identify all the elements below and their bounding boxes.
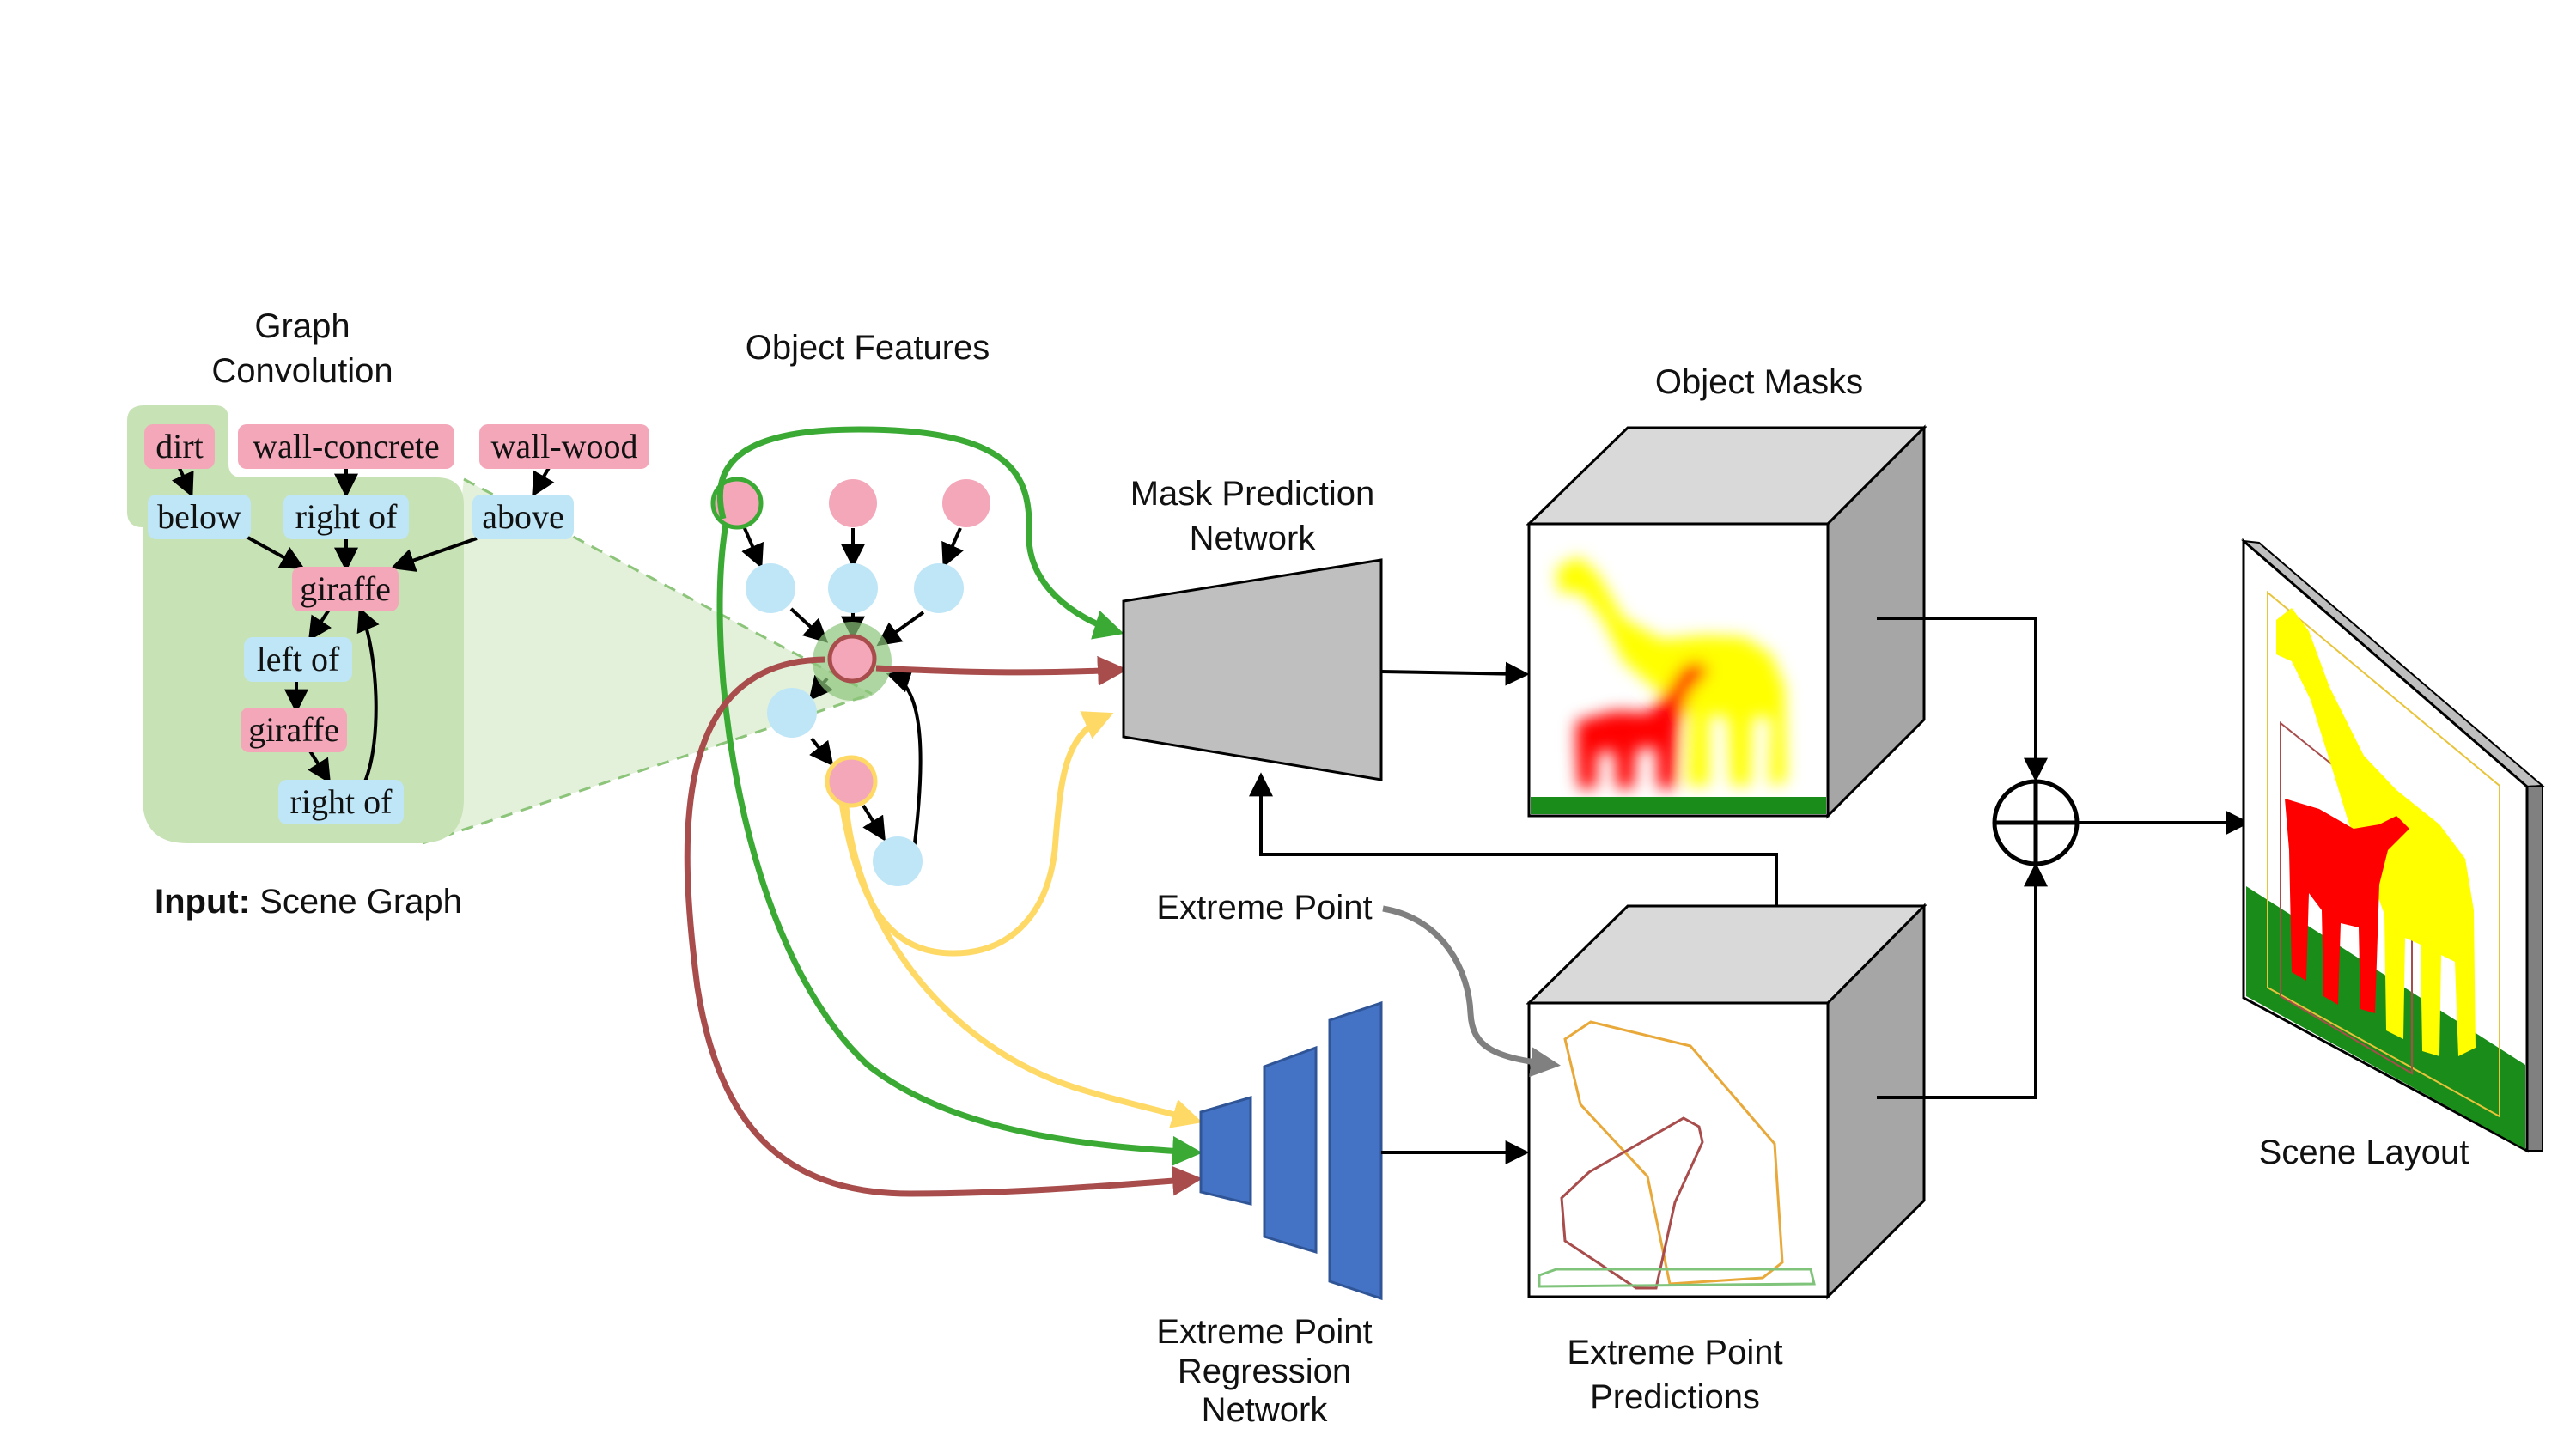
layout-giraffe-small: [2285, 799, 2409, 1013]
arrow-red-to-mask-network: [875, 655, 1128, 686]
object-node-wall-wood: [479, 424, 649, 469]
object-label-giraffe-1: giraffe: [300, 569, 391, 608]
object-node-wall-concrete: [238, 424, 454, 469]
object-label-giraffe-2: giraffe: [248, 710, 339, 749]
arrow-green-to-regression-network: [716, 523, 1203, 1166]
graph-convolution-title-line2: Convolution: [211, 352, 393, 390]
mask-giraffe-large: [1556, 556, 1787, 786]
mask-network-title-line1: Mask Prediction: [1130, 475, 1375, 513]
mask-prediction-network: Mask Prediction Network: [1122, 475, 1383, 781]
extreme-point-regression-network: Extreme Point Regression Network: [1156, 1000, 1383, 1429]
layout-box-large-giraffe: [2267, 590, 2500, 1118]
arrow-red-to-regression-network: [684, 656, 1203, 1197]
feature-node-relation-4: [767, 688, 817, 738]
feature-node-relation-1: [746, 563, 795, 613]
relation-node-above: [472, 495, 574, 539]
regression-block-3: [1328, 1000, 1383, 1301]
arrow-masks-to-sum: [1877, 617, 2048, 782]
blurred-masks: [1556, 556, 1787, 788]
mask-network-trapezoid: [1122, 558, 1383, 781]
relation-label-above: above: [482, 497, 564, 536]
object-masks-title: Object Masks: [1655, 363, 1863, 401]
arrow-predictions-to-sum: [1877, 862, 2048, 1099]
arrow-green-to-mask-network: [716, 426, 1124, 640]
relation-node-left-of: [244, 637, 352, 682]
points-cube-front: [1527, 1001, 1830, 1298]
regression-block-1: [1199, 1095, 1252, 1206]
zoom-line-top: [463, 477, 873, 696]
regression-block-2: [1263, 1045, 1318, 1255]
relation-node-below: [148, 495, 251, 539]
scene-layout-title: Scene Layout: [2259, 1134, 2469, 1171]
regression-title-line2: Regression: [1178, 1353, 1351, 1390]
extreme-point-label: Extreme Point: [1156, 889, 1372, 927]
feature-node-relation-3: [914, 563, 964, 613]
object-masks-cube: Object Masks: [1526, 363, 1927, 819]
predictions-title-line2: Predictions: [1590, 1378, 1760, 1416]
zoom-wedge: [423, 479, 872, 843]
graph-convolution-title-line1: Graph: [254, 307, 350, 345]
graph-convolution-region: [127, 405, 464, 843]
arrow-mask-network-to-masks: [1380, 661, 1530, 686]
regression-title-line3: Network: [1202, 1391, 1329, 1429]
feature-node-object-lower: [825, 755, 878, 808]
relation-node-right-of-1: [283, 495, 409, 539]
polygon-ground: [1538, 1268, 1816, 1288]
feature-node-relation-2: [828, 563, 878, 613]
feature-node-object-3: [942, 479, 990, 527]
feature-node-object-2: [829, 479, 877, 527]
extreme-point-arrow: [1382, 905, 1561, 1078]
feature-node-object-center: [827, 634, 877, 684]
object-features-graph: Object Features: [710, 329, 990, 886]
feature-flow-arrows: [684, 426, 1203, 1197]
input-caption-bold: Input:: [155, 883, 250, 921]
feature-node-relation-5: [873, 836, 923, 886]
input-caption: Input: Scene Graph: [155, 883, 462, 921]
object-node-giraffe-2: [241, 708, 347, 752]
input-caption-rest: Scene Graph: [250, 883, 462, 921]
relation-label-left-of: left of: [257, 640, 340, 678]
scene-graph-edges: [172, 465, 555, 784]
mask-ground: [1531, 797, 1826, 814]
object-node-giraffe-1: [292, 567, 399, 611]
object-label-wall-concrete: wall-concrete: [253, 427, 440, 465]
extreme-point-predictions-cube: Extreme Point Predictions: [1526, 903, 1927, 1416]
relation-label-right-of-2: right of: [290, 782, 393, 821]
sum-operator-icon: [1992, 779, 2080, 866]
relation-label-below: below: [157, 497, 241, 536]
arrow-predictions-to-mask-network: [1249, 772, 1778, 906]
object-features-title: Object Features: [746, 329, 990, 367]
object-label-wall-wood: wall-wood: [490, 427, 637, 465]
object-label-dirt: dirt: [155, 427, 204, 465]
relation-node-right-of-2: [278, 780, 404, 824]
polygon-small-giraffe: [1560, 1116, 1704, 1290]
feature-graph-edges: [741, 526, 964, 851]
scene-layout-panel: Scene Layout: [2240, 538, 2545, 1171]
relation-label-right-of-1: right of: [295, 497, 399, 536]
scene-graph: Graph Convolution dirt wall-concrete wal…: [127, 307, 873, 921]
layout-panel-side-edge: [2526, 784, 2543, 1152]
predictions-title-line1: Extreme Point: [1567, 1334, 1782, 1371]
pipeline-connections: [1249, 617, 2250, 1164]
object-node-dirt: [144, 424, 215, 469]
mask-giraffe-small: [1576, 661, 1709, 788]
arrow-yellow-to-regression-network: [843, 806, 1203, 1128]
mask-network-title-line2: Network: [1190, 520, 1317, 557]
regression-title-line1: Extreme Point: [1156, 1313, 1372, 1351]
layout-ground: [2246, 886, 2525, 1149]
